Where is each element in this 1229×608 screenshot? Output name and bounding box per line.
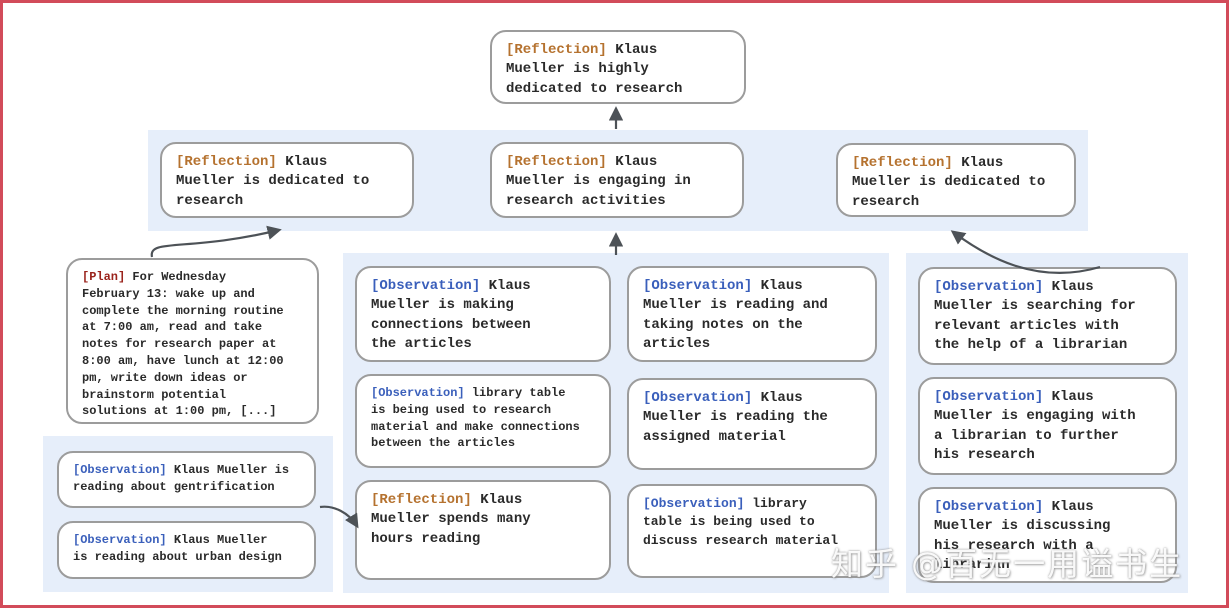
observation-tag-label: [Observation] <box>934 279 1044 295</box>
node-text: Klaus Mueller is dedicated to research <box>176 154 370 209</box>
observation-tag-label: [Observation] <box>643 278 753 294</box>
node-text: Klaus Mueller is engaging in research ac… <box>506 154 691 209</box>
node-text: Klaus Mueller is discussing his research… <box>934 499 1111 573</box>
observation-tag-label: [Observation] <box>643 390 753 406</box>
reflection-tag-label: [Reflection] <box>852 155 953 171</box>
edge-plan-to-left-reflection-arrow <box>150 225 282 258</box>
node-text: For Wednesday February 13: wake up and c… <box>82 270 284 419</box>
node-plan: [Plan] For Wednesday February 13: wake u… <box>66 258 319 424</box>
observation-tag-label: [Observation] <box>371 386 465 400</box>
node-observation-making-connections: [Observation] Klaus Mueller is making co… <box>355 266 611 362</box>
node-observation-library-table-research: [Observation] library table is being use… <box>355 374 611 468</box>
node-text: Klaus Mueller is reading about urban des… <box>73 533 282 564</box>
node-text: Klaus Mueller is searching for relevant … <box>934 279 1136 353</box>
observation-tag-label: [Observation] <box>73 463 167 477</box>
node-observation-reading-taking-notes: [Observation] Klaus Mueller is reading a… <box>627 266 877 362</box>
observation-tag-label: [Observation] <box>73 533 167 547</box>
watermark: 知乎 @百无一用谥书生 <box>831 545 1184 583</box>
node-reflection-hours-reading: [Reflection] Klaus Mueller spends many h… <box>355 480 611 580</box>
node-reflection-top: [Reflection] Klaus Mueller is highly ded… <box>490 30 746 104</box>
node-text: Klaus Mueller is highly dedicated to res… <box>506 42 683 97</box>
node-text: Klaus Mueller is engaging with a librari… <box>934 389 1136 463</box>
observation-tag-label: [Observation] <box>643 496 745 511</box>
node-observation-discussing-research: [Observation] Klaus Mueller is discussin… <box>918 487 1177 583</box>
node-reflection-middle: [Reflection] Klaus Mueller is engaging i… <box>490 142 744 218</box>
node-observation-urban-design: [Observation] Klaus Mueller is reading a… <box>57 521 316 579</box>
reflection-tag-label: [Reflection] <box>371 492 472 508</box>
node-text: Klaus Mueller is dedicated to research <box>852 155 1046 210</box>
node-text: Klaus Mueller is reading and taking note… <box>643 278 828 352</box>
observation-tag-label: [Observation] <box>371 278 481 294</box>
node-observation-library-table-discuss: [Observation] library table is being use… <box>627 484 877 578</box>
node-text: library table is being used to research … <box>371 386 580 451</box>
plan-tag-label: [Plan] <box>82 270 126 284</box>
reflection-tag-label: [Reflection] <box>176 154 277 170</box>
observation-tag-label: [Observation] <box>934 389 1044 405</box>
node-text: library table is being used to discuss r… <box>643 496 839 548</box>
node-observation-engaging-librarian: [Observation] Klaus Mueller is engaging … <box>918 377 1177 475</box>
reflection-tag-label: [Reflection] <box>506 42 607 58</box>
node-text: Klaus Mueller spends many hours reading <box>371 492 531 547</box>
observation-tag-label: [Observation] <box>934 499 1044 515</box>
node-text: Klaus Mueller is reading about gentrific… <box>73 463 290 494</box>
node-text: Klaus Mueller is reading the assigned ma… <box>643 390 828 445</box>
node-observation-gentrification: [Observation] Klaus Mueller is reading a… <box>57 451 316 508</box>
node-observation-assigned-material: [Observation] Klaus Mueller is reading t… <box>627 378 877 470</box>
node-reflection-right: [Reflection] Klaus Mueller is dedicated … <box>836 143 1076 217</box>
reflection-tag-label: [Reflection] <box>506 154 607 170</box>
node-observation-searching-articles: [Observation] Klaus Mueller is searching… <box>918 267 1177 365</box>
node-text: Klaus Mueller is making connections betw… <box>371 278 531 352</box>
node-reflection-left: [Reflection] Klaus Mueller is dedicated … <box>160 142 414 218</box>
